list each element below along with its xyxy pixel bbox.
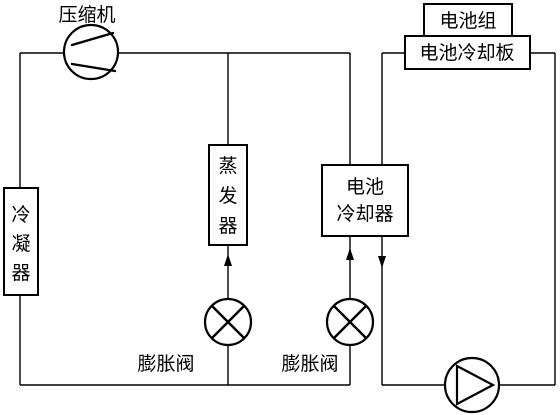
condenser-box xyxy=(3,187,39,296)
battery-cold-plate-label: 电池冷却板 xyxy=(419,42,514,64)
refrigerant-circuit xyxy=(19,52,351,386)
expansion-valve-1-cross-b xyxy=(210,304,246,340)
chiller-flow-arrow xyxy=(346,248,354,260)
evaporator: 蒸 发 器 xyxy=(208,144,248,246)
compressor-glyph-upper xyxy=(70,31,115,47)
battery-pack-label: 电池组 xyxy=(439,10,496,32)
compressor: 压缩机 xyxy=(58,4,120,81)
battery-chiller-label-1: 电池 xyxy=(346,176,384,198)
battery-cold-plate-box xyxy=(404,35,531,70)
expansion-valve-2: 膨胀阀 xyxy=(281,297,375,375)
flow-arrows xyxy=(224,248,386,268)
condenser: 冷 凝 器 xyxy=(3,187,39,296)
condenser-label-2: 凝 xyxy=(11,233,30,255)
expansion-valve-2-label: 膨胀阀 xyxy=(281,353,338,375)
evaporator-label-3: 器 xyxy=(218,215,237,237)
expansion-valve-2-cross-b xyxy=(332,304,368,340)
coolant-pump-triangle xyxy=(455,364,496,406)
expansion-valve-1-label: 膨胀阀 xyxy=(137,353,194,375)
condenser-label-1: 冷 xyxy=(11,204,30,226)
evaporator-box xyxy=(208,144,248,246)
battery-chiller-label-2: 冷却器 xyxy=(336,203,393,225)
coolant-pump xyxy=(443,356,501,414)
condenser-label-3: 器 xyxy=(11,262,30,284)
battery-chiller: 电池 冷却器 xyxy=(321,164,409,237)
coolant-flow-arrow xyxy=(378,256,386,268)
battery-chiller-box xyxy=(321,164,409,237)
compressor-label: 压缩机 xyxy=(58,4,115,26)
battery-assembly: 电池组 电池冷却板 xyxy=(404,3,531,70)
evaporator-label-2: 发 xyxy=(218,185,237,207)
evaporator-label-1: 蒸 xyxy=(218,155,237,177)
battery-pack-box xyxy=(423,3,513,37)
evaporator-flow-arrow xyxy=(224,254,232,266)
expansion-valve-1: 膨胀阀 xyxy=(137,297,253,375)
compressor-glyph-lower xyxy=(70,62,117,73)
